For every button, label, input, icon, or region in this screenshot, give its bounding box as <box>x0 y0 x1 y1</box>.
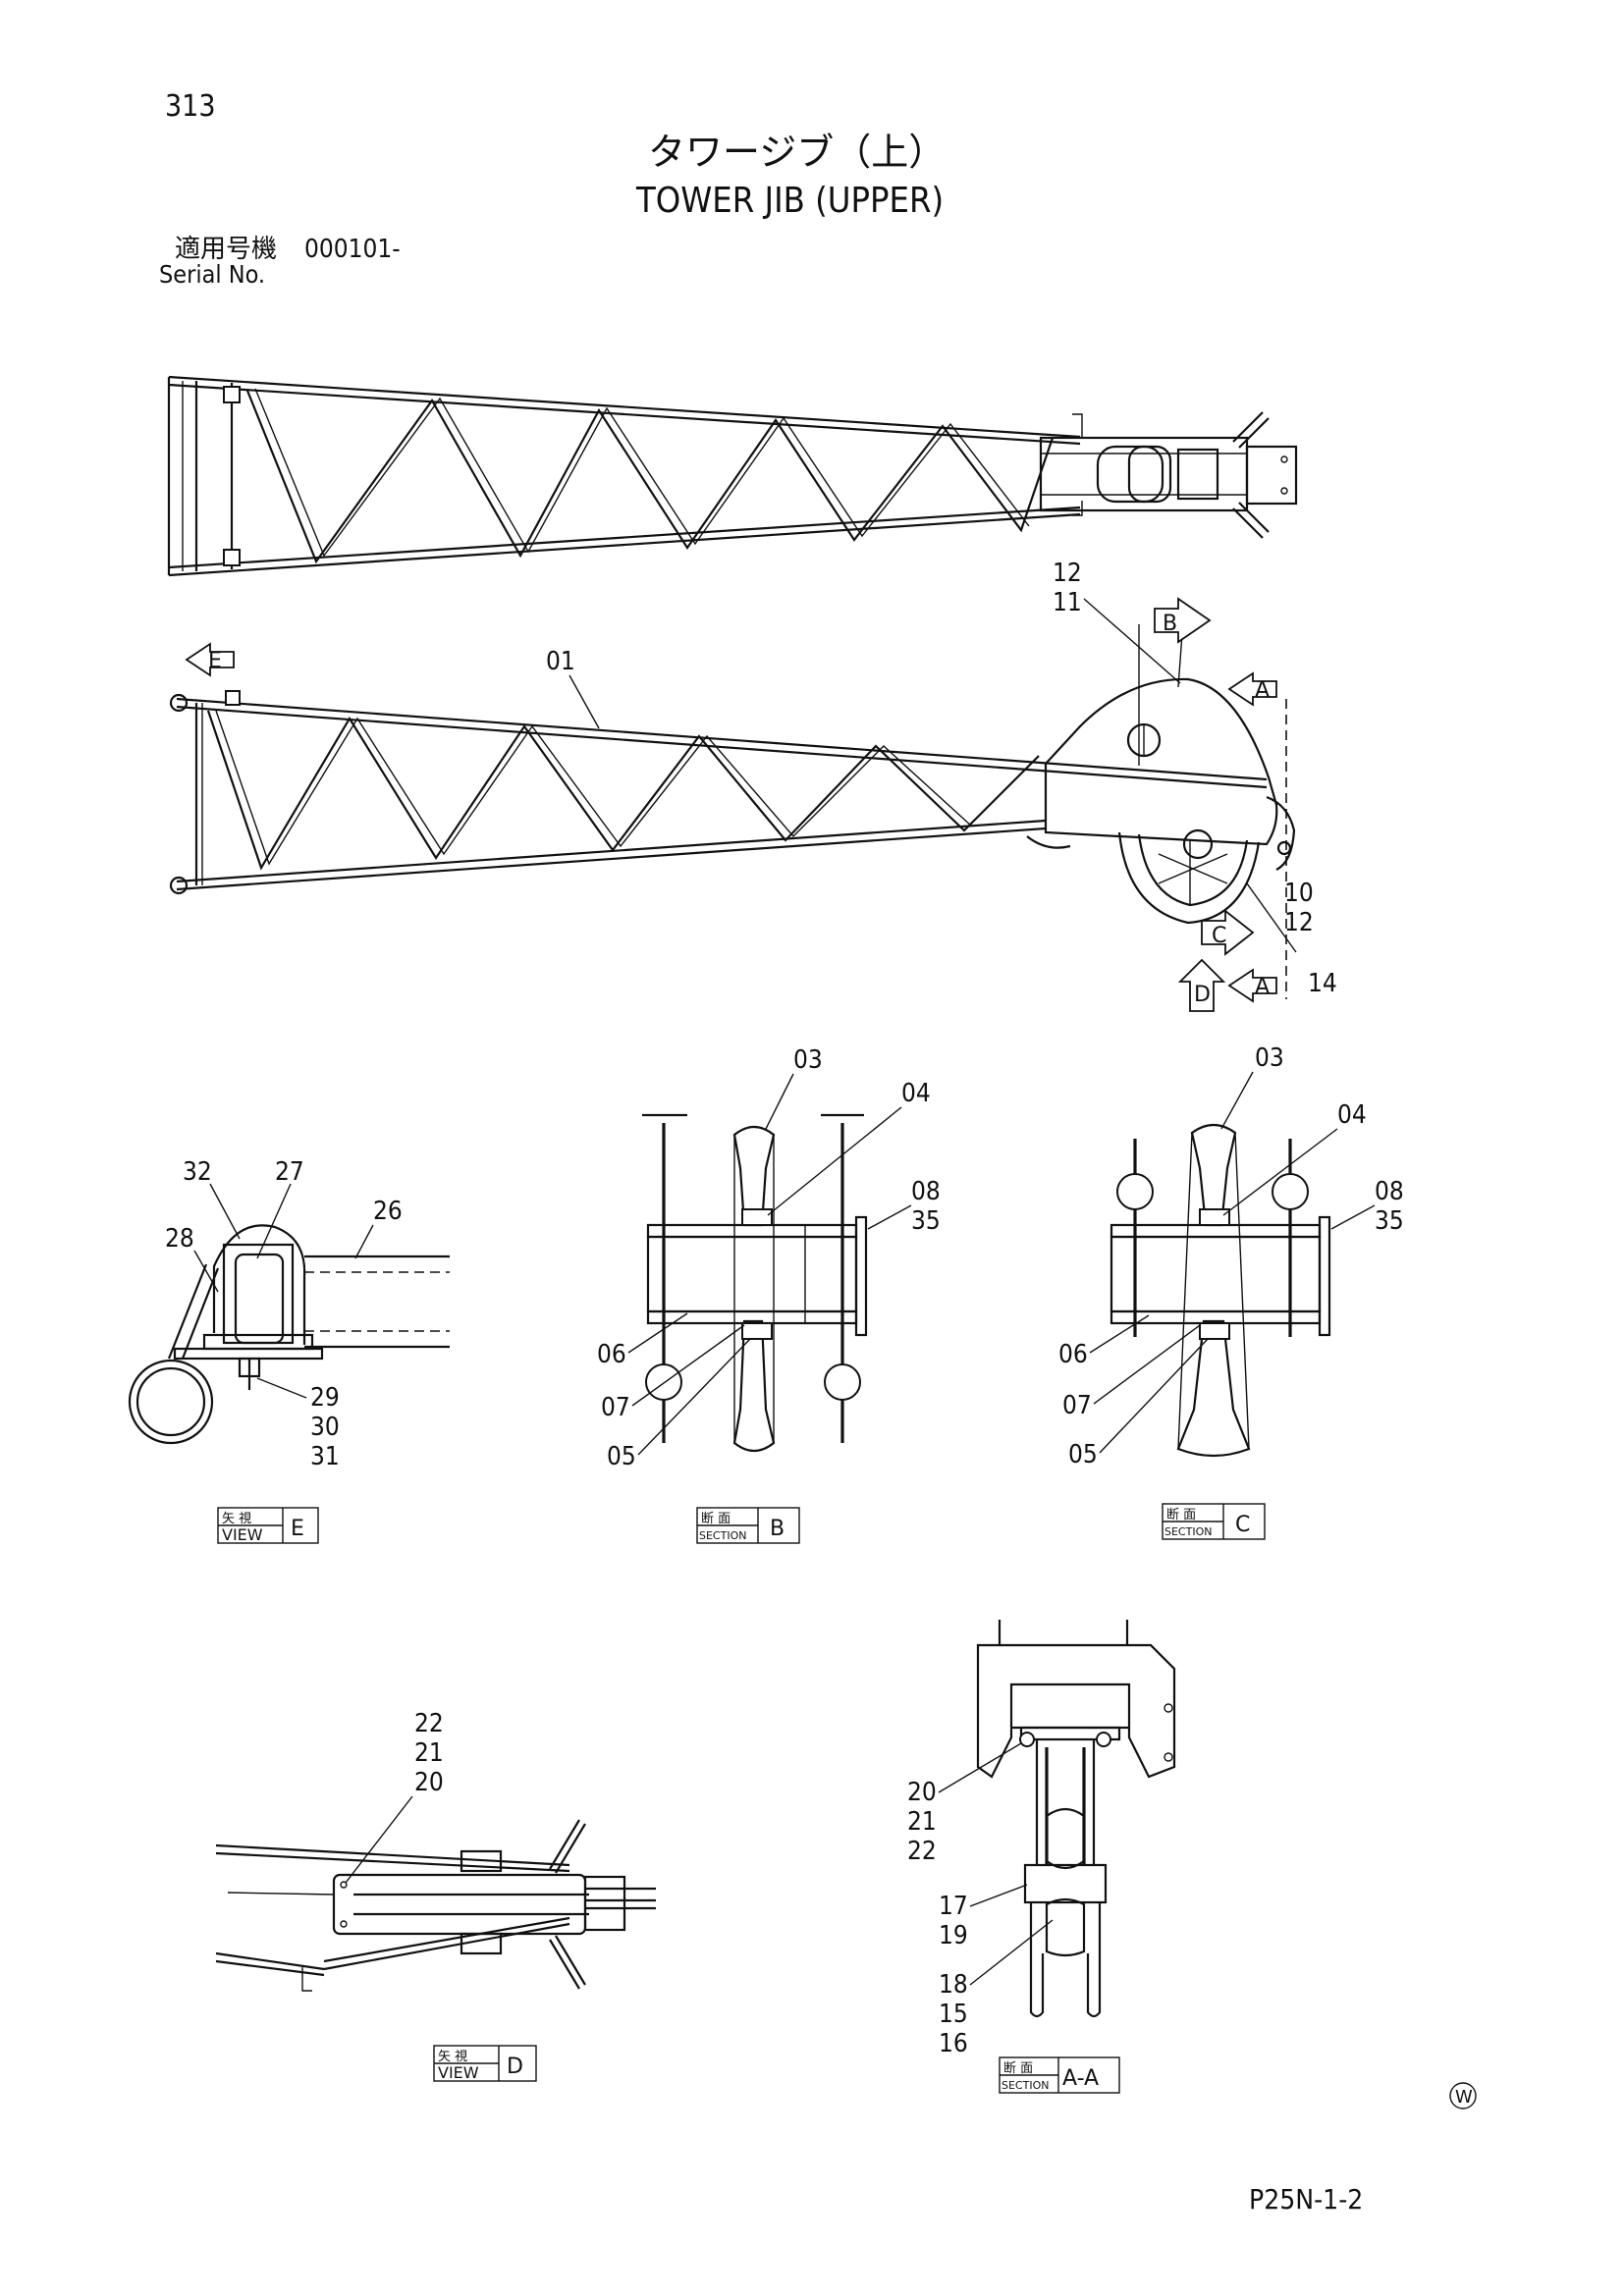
section-aa-callout-19: 19 <box>939 1921 968 1950</box>
section-aa-callout-15: 15 <box>939 2000 968 2029</box>
section-c-callout-05: 05 <box>1068 1440 1098 1469</box>
section-b-callout-04: 04 <box>901 1079 931 1108</box>
footer-code: P25N-1-2 <box>1249 2183 1363 2216</box>
section-b-callout-08: 08 <box>911 1177 941 1206</box>
section-c-callout-06: 06 <box>1058 1340 1088 1369</box>
view-e-caption: 矢 視 VIEW E <box>217 1507 319 1544</box>
view-d-caption-en: VIEW <box>438 2063 479 2082</box>
view-d-caption-letter: D <box>507 2055 523 2079</box>
section-c-callout-08: 08 <box>1375 1177 1404 1206</box>
serial-label-en: Serial No. <box>159 260 265 289</box>
section-c-caption-letter: C <box>1235 1513 1250 1537</box>
view-d-caption: 矢 視 VIEW D <box>433 2045 537 2082</box>
section-c-callout-04: 04 <box>1337 1100 1367 1130</box>
section-aa-callout-16: 16 <box>939 2029 968 2058</box>
callout-10: 10 <box>1284 879 1314 908</box>
footer-mark-letter: W <box>1455 2087 1473 2108</box>
section-aa-callout-21: 21 <box>907 1807 937 1837</box>
section-aa-caption-letter: A-A <box>1062 2066 1099 2091</box>
arrow-c-label: C <box>1212 924 1226 948</box>
page-number: 313 <box>165 89 216 124</box>
section-b-caption-en: SECTION <box>699 1529 746 1542</box>
arrow-d-label: D <box>1194 983 1211 1007</box>
view-d-callout-21: 21 <box>414 1738 444 1768</box>
serial-value: 000101- <box>304 235 401 264</box>
title-english: TOWER JIB (UPPER) <box>635 181 944 221</box>
section-b-caption: 断 面 SECTION B <box>696 1507 800 1544</box>
section-c-caption-en: SECTION <box>1164 1525 1212 1538</box>
section-b-callout-03: 03 <box>793 1045 823 1075</box>
footer-mark: W <box>1449 2082 1477 2109</box>
section-aa-callout-22: 22 <box>907 1837 937 1866</box>
section-b-callout-07: 07 <box>601 1393 630 1422</box>
view-d-drawing <box>215 1819 656 1992</box>
arrow-a-bottom: A <box>1227 968 1277 1003</box>
section-c-callout-03: 03 <box>1255 1043 1284 1073</box>
callout-01: 01 <box>546 647 575 676</box>
callout-12-top: 12 <box>1053 559 1082 588</box>
title-japanese: タワージブ（上） <box>648 131 946 174</box>
view-e-caption-jp: 矢 視 <box>222 1512 251 1526</box>
view-e-callout-26: 26 <box>373 1197 403 1226</box>
view-e-caption-en: VIEW <box>222 1525 263 1544</box>
section-aa-caption: 断 面 SECTION A-A <box>999 2056 1120 2094</box>
section-aa-callout-20: 20 <box>907 1778 937 1807</box>
view-e-caption-letter: E <box>291 1517 304 1541</box>
section-b-caption-jp: 断 面 <box>701 1512 731 1526</box>
view-e-callout-32: 32 <box>183 1157 212 1187</box>
arrow-b: B <box>1154 597 1212 644</box>
section-c-drawing <box>1110 1123 1331 1458</box>
serial-label-jp: 適用号機 <box>175 235 277 264</box>
section-b-caption-letter: B <box>770 1517 785 1541</box>
view-e-callout-28: 28 <box>165 1224 194 1254</box>
view-d-callout-22: 22 <box>414 1709 444 1738</box>
view-d-caption-jp: 矢 視 <box>438 2050 467 2064</box>
view-e-callout-27: 27 <box>275 1157 304 1187</box>
view-e-callout-31: 31 <box>310 1442 340 1471</box>
section-c-callout-35: 35 <box>1375 1206 1404 1236</box>
section-b-drawing <box>642 1113 868 1453</box>
view-e-callout-30: 30 <box>310 1413 340 1442</box>
section-aa-callout-18: 18 <box>939 1970 968 2000</box>
arrow-e: E <box>185 642 235 677</box>
callout-11: 11 <box>1053 588 1082 617</box>
section-aa-callout-17: 17 <box>939 1892 968 1921</box>
view-e-callout-29: 29 <box>310 1383 340 1413</box>
view-d-callout-20: 20 <box>414 1768 444 1797</box>
arrow-a-top-label: A <box>1255 678 1270 703</box>
section-c-caption-jp: 断 面 <box>1166 1508 1196 1522</box>
section-aa-caption-en: SECTION <box>1001 2079 1049 2092</box>
arrow-a-top: A <box>1227 671 1277 707</box>
arrow-c: C <box>1201 909 1255 956</box>
section-b-callout-05: 05 <box>607 1442 636 1471</box>
arrow-e-label: E <box>208 649 222 673</box>
section-c-callout-07: 07 <box>1062 1391 1092 1420</box>
section-b-callout-06: 06 <box>597 1340 626 1369</box>
section-aa-caption-jp: 断 面 <box>1003 2061 1033 2076</box>
view-e-drawing <box>128 1224 450 1445</box>
section-b-callout-35: 35 <box>911 1206 941 1236</box>
arrow-d: D <box>1177 958 1226 1012</box>
section-aa-drawing <box>976 1620 1176 2018</box>
arrow-b-label: B <box>1163 612 1177 636</box>
jib-side-view <box>169 619 1297 999</box>
callout-14: 14 <box>1308 969 1337 998</box>
jib-top-view <box>167 375 1298 577</box>
section-c-caption: 断 面 SECTION C <box>1162 1503 1266 1540</box>
callout-12-bottom: 12 <box>1284 908 1314 937</box>
arrow-a-bottom-label: A <box>1255 975 1270 999</box>
